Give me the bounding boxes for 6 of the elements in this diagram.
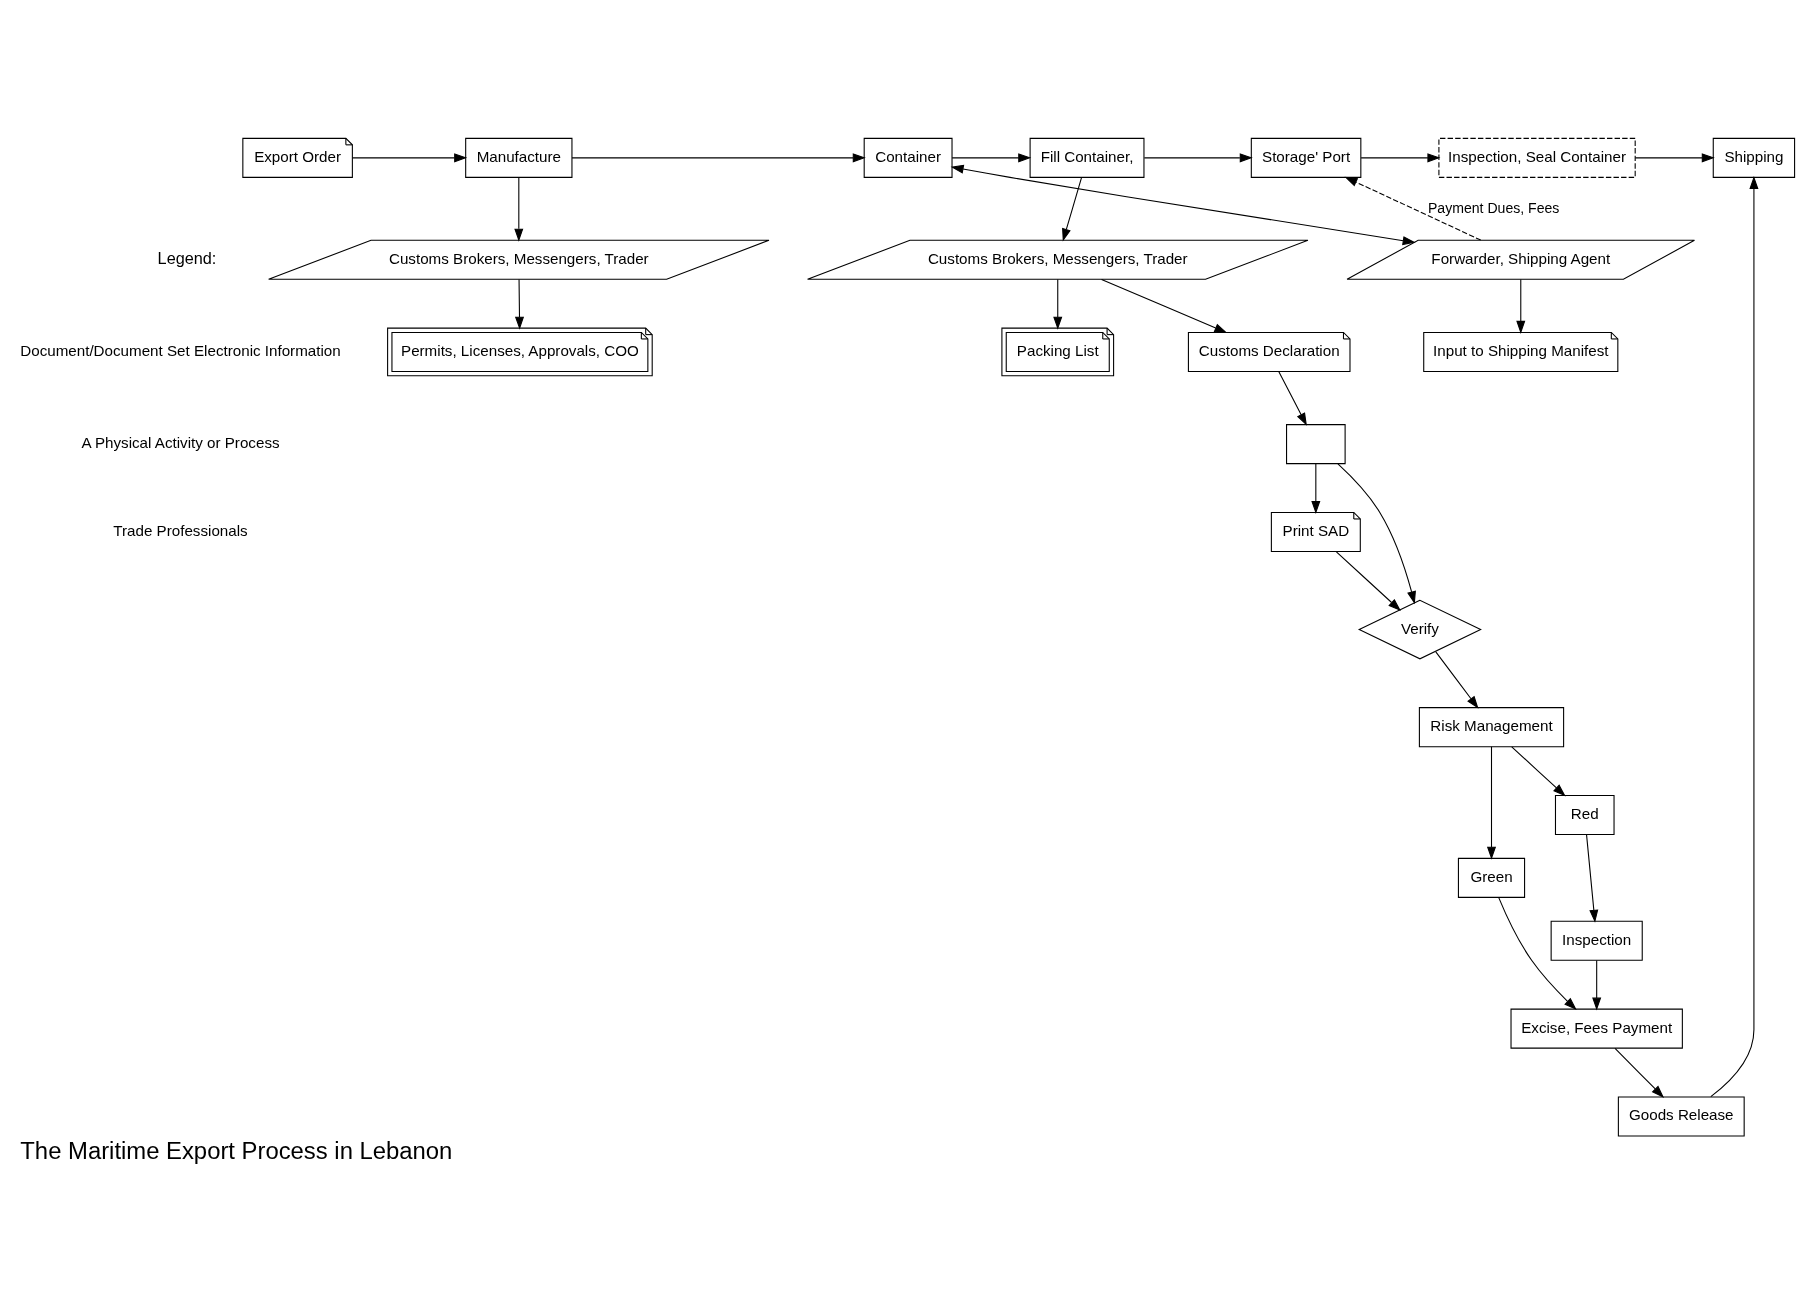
edge-label: Payment Dues, Fees [1427,199,1560,216]
legend-label: Trade Professionals [113,521,248,539]
legend-label: A Physical Activity or Process [81,434,280,452]
legend-label: Document/Document Set Electronic Information [20,341,341,359]
diagram-title: The Maritime Export Process in Lebanon [20,1137,453,1165]
label: Legend: [157,248,217,267]
